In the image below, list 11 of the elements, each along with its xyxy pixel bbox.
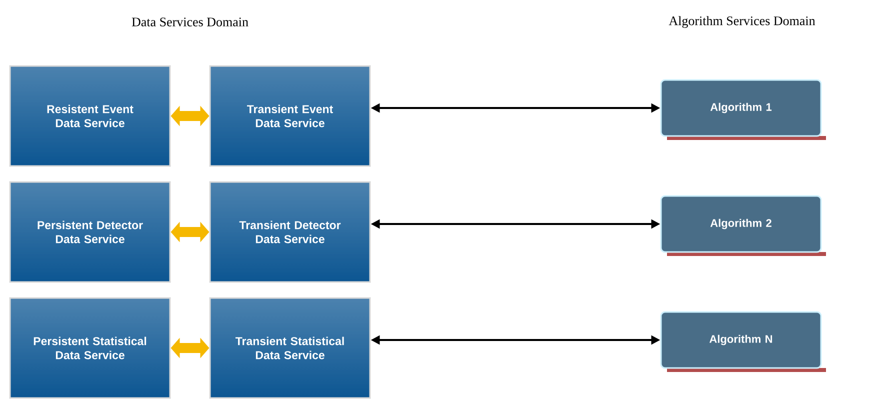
service-box: Persistent Statistical Data Service [9, 297, 171, 399]
service-box: Transient Statistical Data Service [209, 297, 371, 399]
algorithm-box: Algorithm 2 [660, 195, 822, 253]
domain-heading: Data Services Domain [132, 18, 248, 26]
domain-heading: Algorithm Services Domain [668, 16, 816, 28]
algorithm-box: Algorithm 1 [660, 79, 822, 137]
service-box: Resistent Event Data Service [9, 65, 171, 167]
service-box: Transient Detector Data Service [209, 181, 371, 283]
service-box: Transient Event Data Service [209, 65, 371, 167]
service-box: Persistent Detector Data Service [9, 181, 171, 283]
algorithm-box: Algorithm N [660, 311, 822, 369]
